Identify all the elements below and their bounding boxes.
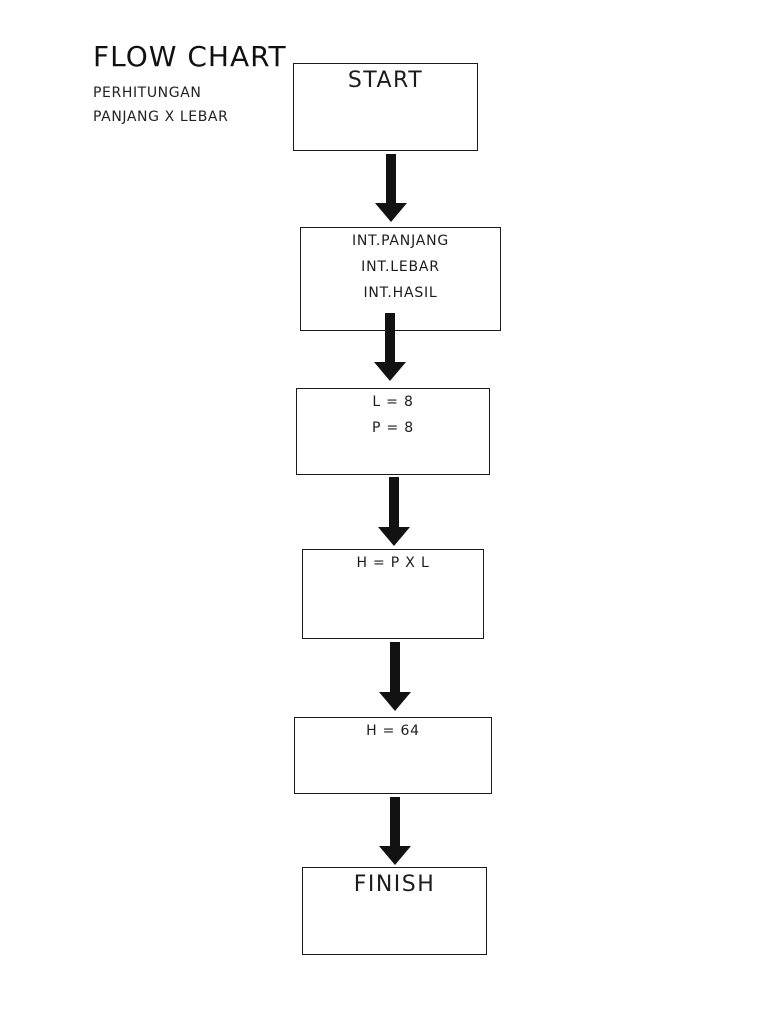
flow-node-start: START	[293, 63, 478, 151]
arrow-shaft	[389, 477, 399, 527]
arrow-shaft	[390, 642, 400, 692]
subtitle-line-2: PANJANG X LEBAR	[93, 109, 229, 125]
node-label: L = 8	[372, 394, 414, 410]
arrow-down-icon	[379, 642, 411, 711]
arrow-down-icon	[378, 477, 410, 546]
arrow-head	[375, 203, 407, 222]
node-label: INT.HASIL	[363, 285, 438, 301]
arrow-shaft	[385, 313, 395, 362]
arrow-head	[374, 362, 406, 381]
node-label: P = 8	[372, 420, 414, 436]
node-label: H = P X L	[356, 555, 430, 571]
arrow-head	[379, 692, 411, 711]
node-label: INT.PANJANG	[351, 233, 450, 249]
arrow-shaft	[390, 797, 400, 846]
flow-node-result: H = 64	[294, 717, 492, 794]
flow-node-declarations: INT.PANJANG INT.LEBAR INT.HASIL	[300, 227, 501, 331]
flow-node-finish: FINISH	[302, 867, 487, 955]
node-label: FINISH	[353, 872, 436, 897]
node-label: H = 64	[366, 723, 420, 739]
flow-node-assign-values: L = 8 P = 8	[296, 388, 490, 475]
arrow-head	[378, 527, 410, 546]
flow-node-formula: H = P X L	[302, 549, 484, 639]
page-title: FLOW CHART	[93, 40, 287, 73]
node-label: START	[347, 68, 424, 93]
subtitle-line-1: PERHITUNGAN	[93, 85, 202, 101]
arrow-down-icon	[379, 797, 411, 865]
node-label: INT.LEBAR	[361, 259, 440, 275]
arrow-down-icon	[374, 313, 406, 381]
arrow-head	[379, 846, 411, 865]
arrow-down-icon	[375, 154, 407, 222]
arrow-shaft	[386, 154, 396, 203]
